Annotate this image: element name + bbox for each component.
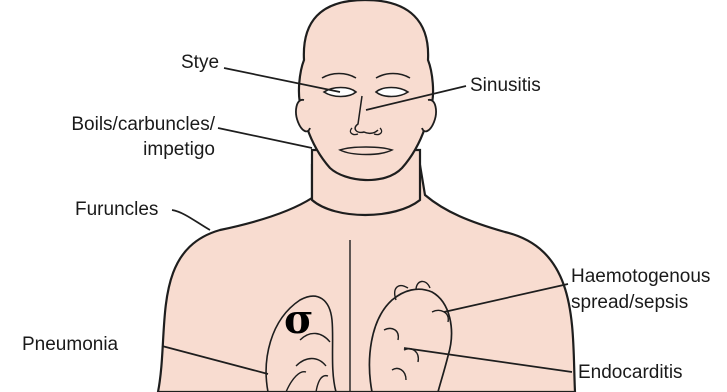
label-haemo-line1: Haemotogenous bbox=[571, 266, 710, 288]
label-haemo-line2: spread/sepsis bbox=[571, 292, 688, 314]
mouth bbox=[340, 147, 392, 155]
label-stye: Stye bbox=[181, 52, 219, 74]
label-furuncles: Furuncles bbox=[75, 199, 158, 221]
leader-boils bbox=[218, 128, 312, 148]
label-boils-line2: impetigo bbox=[47, 139, 215, 161]
label-pneumonia: Pneumonia bbox=[22, 334, 118, 356]
right-eye bbox=[376, 88, 408, 97]
label-endocarditis: Endocarditis bbox=[578, 362, 683, 384]
sigma-symbol: σ bbox=[284, 300, 314, 340]
label-boils-line1: Boils/carbuncles/ bbox=[47, 114, 215, 136]
label-sinusitis: Sinusitis bbox=[470, 75, 541, 97]
leader-furuncles bbox=[172, 210, 210, 230]
